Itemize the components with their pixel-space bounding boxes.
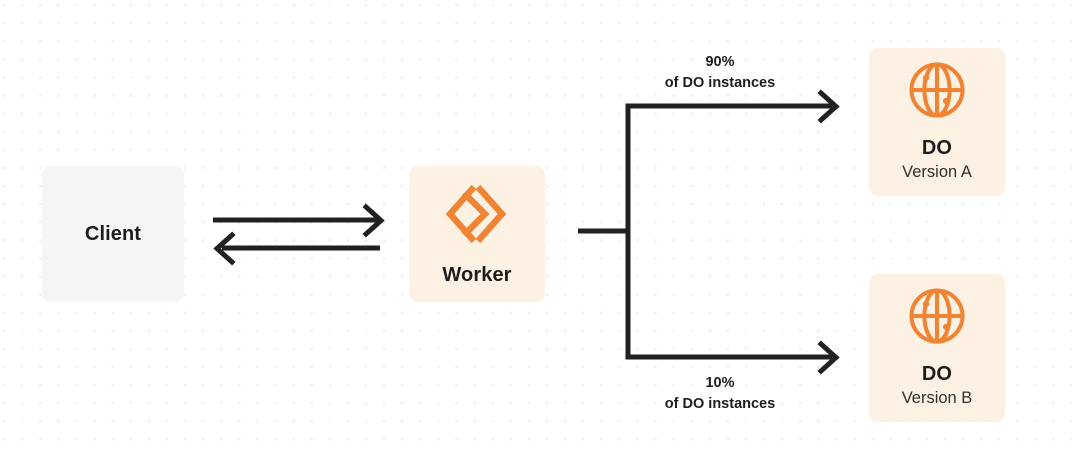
arrowhead-to-do-a [817, 89, 840, 124]
node-client-title: Client [84, 223, 142, 245]
edge-label-90-percent: 90% of DO instances [609, 52, 831, 94]
arrow-client-to-worker [213, 203, 385, 238]
edge-label-10-percent: 10% of DO instances [609, 373, 831, 415]
node-do-a-subtitle: Version A [902, 163, 972, 182]
node-do-version-b: DO Version B [869, 274, 1005, 422]
arrowhead-to-do-b [817, 340, 840, 375]
cloudflare-workers-icon [444, 183, 510, 250]
globe-icon [908, 61, 966, 124]
globe-icon [908, 287, 966, 350]
split-connector-worker-to-dos [578, 103, 832, 360]
edge-label-detail: of DO instances [664, 396, 776, 413]
edge-label-percent: 10% [705, 375, 735, 391]
node-worker: Worker [409, 166, 545, 302]
node-client: Client [42, 166, 184, 302]
node-do-a-title: DO [921, 137, 953, 160]
arrow-worker-to-client [213, 231, 380, 266]
edge-label-percent: 90% [705, 54, 735, 70]
node-worker-title: Worker [442, 263, 512, 286]
node-do-b-subtitle: Version B [901, 389, 973, 408]
edge-label-detail: of DO instances [664, 75, 776, 92]
node-do-b-title: DO [921, 363, 953, 386]
node-do-version-a: DO Version A [869, 48, 1005, 196]
